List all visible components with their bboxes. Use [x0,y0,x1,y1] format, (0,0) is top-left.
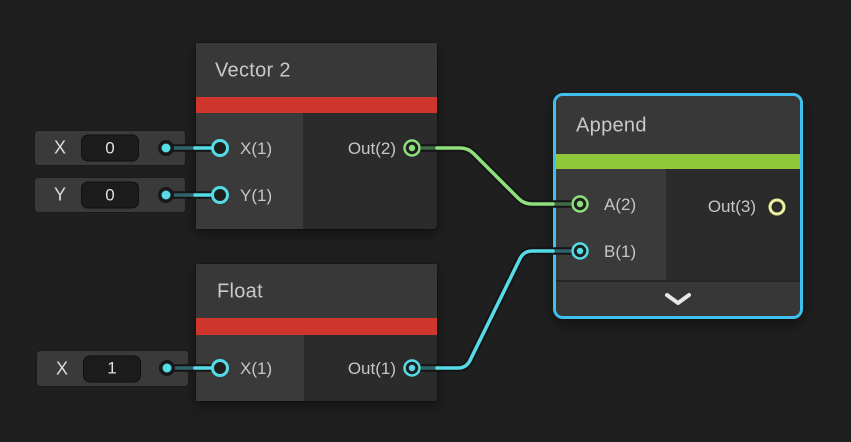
node-vector2-accent-band [196,97,437,113]
node-append-header[interactable] [556,96,800,154]
node-vector2-title: Vector 2 [215,59,291,82]
node-vector2-input-panel [196,113,303,229]
node-vector2-header[interactable] [196,43,437,97]
node-float-header[interactable] [196,264,437,318]
edge-float-out-to-append-b[interactable] [435,249,555,370]
node-float-title: Float [217,280,263,303]
node-append-port-b-label: B(1) [604,242,637,261]
node-vector2-port-x-label: X(1) [240,139,273,158]
edge-outline [417,144,575,208]
inline-value-vector2-x[interactable]: X 0 [35,131,185,165]
chevron-down-icon[interactable] [663,292,693,306]
inline-value-float-x-field[interactable]: 1 [83,355,141,382]
node-vector2-port-out-label: Out(2) [347,139,396,158]
node-append-port-out-label: Out(3) [707,197,756,216]
inline-value-y-label: Y [54,184,67,205]
inline-connector-dots [158,140,175,376]
node-float[interactable] [196,264,437,401]
inline-value-x-label: X [54,137,67,158]
node-float-accent-band [196,318,437,335]
edge-vector2-out-to-append-a[interactable] [435,146,555,206]
edge-outline [417,247,575,372]
inline-value-float-x-label: X [56,358,69,378]
node-float-port-out-label: Out(1) [347,359,396,378]
inline-value-vector2-y[interactable]: Y 0 [35,178,185,212]
inline-value-y-field[interactable]: 0 [81,181,139,209]
node-append-collapse-bar[interactable] [556,280,800,316]
inline-value-x-field[interactable]: 0 [81,134,139,162]
inline-value-float-x[interactable]: X 1 [37,351,188,386]
node-float-port-x-label: X(1) [240,359,273,378]
node-append-port-a-label: A(2) [604,195,637,214]
node-vector2-port-y-label: Y(1) [240,186,273,205]
node-append-title: Append [576,114,647,137]
node-append-input-panel [556,169,666,280]
node-vector2[interactable] [196,43,437,229]
node-append-accent-band [556,154,800,169]
